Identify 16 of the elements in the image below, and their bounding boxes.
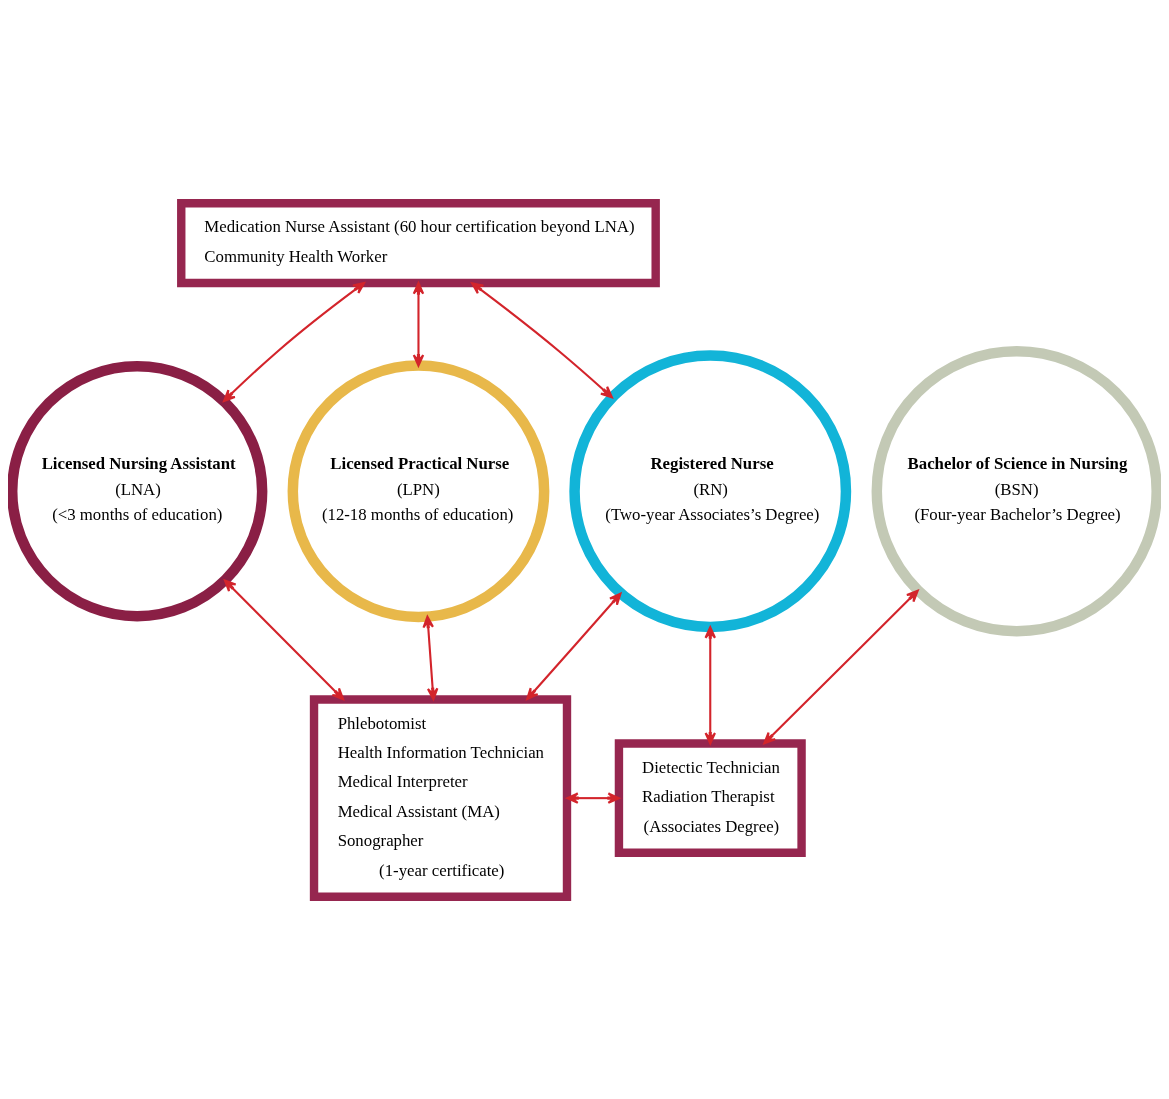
arrow	[704, 625, 717, 745]
arrow	[763, 589, 919, 744]
arrow	[223, 578, 345, 700]
node-circle: Bachelor of Science in Nursing (BSN) (Four-year Bachelor’s Degree)	[871, 345, 1161, 636]
node-box: Dietectic Technician Radiation Therapist (Associates Degree)	[614, 738, 806, 857]
node-circle: Licensed Nursing Assistant (LNA) (<3 months of education)	[8, 360, 268, 621]
arrow	[526, 592, 622, 700]
arrow	[566, 791, 620, 804]
arrow	[471, 281, 613, 398]
node-box: Phlebotomist Health Information Technician Medical Interpreter Medical Assistant (MA) Sonographer (1-year certificate)	[309, 694, 572, 901]
arrow	[223, 281, 366, 402]
node-circle: Licensed Practical Nurse (LPN) (12-18 months of education)	[287, 359, 550, 622]
arrow	[422, 615, 439, 700]
node-box: Medication Nurse Assistant (60 hour certification beyond LNA) Community Health Worker	[177, 198, 660, 287]
arrow	[412, 281, 425, 367]
node-circle: Registered Nurse (RN) (Two-year Associates’s Degree)	[569, 349, 852, 632]
